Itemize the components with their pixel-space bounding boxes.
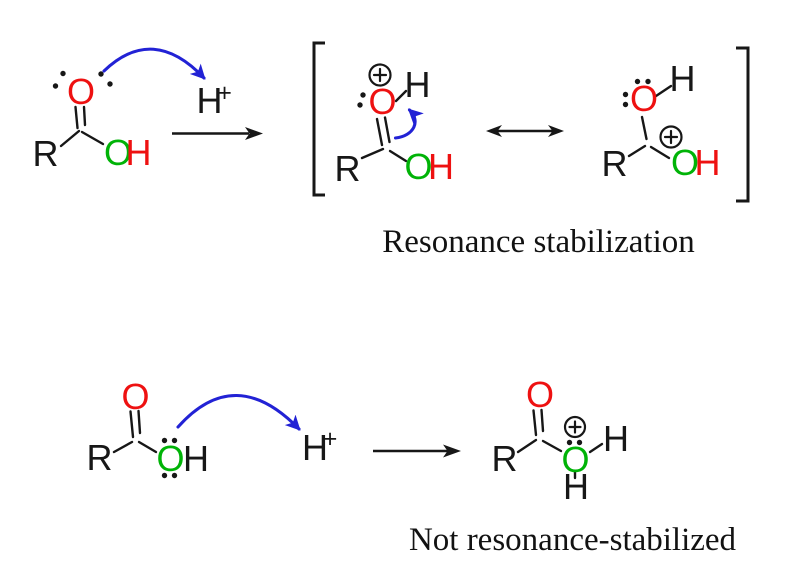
lone-pair-dot bbox=[360, 92, 366, 98]
carbonyl-oxygen-label: O bbox=[526, 374, 554, 415]
lone-pair-dot bbox=[576, 439, 583, 446]
r-group-label: R bbox=[335, 148, 361, 189]
proton-top: H + bbox=[197, 79, 232, 121]
lone-pair-dot bbox=[60, 70, 66, 77]
double-bond-line bbox=[137, 409, 142, 435]
reaction-arrow-head bbox=[443, 444, 461, 458]
caption-resonance: Resonance stabilization bbox=[382, 224, 695, 260]
carbonyl-oxygen-label: O bbox=[67, 71, 95, 112]
plus-charge-icon bbox=[659, 125, 683, 149]
double-bond-line bbox=[375, 117, 384, 147]
hydroxyl-hydrogen-label: H bbox=[428, 146, 454, 187]
r-group-label: R bbox=[602, 143, 628, 184]
curved-arrow-pi-shift bbox=[393, 108, 424, 140]
structure-carboxylic-acid-top: R O O H bbox=[33, 70, 152, 174]
hydroxyl-oxygen-label: O bbox=[156, 438, 184, 479]
proton-charge: + bbox=[217, 79, 232, 107]
structure-resonance-form-2: R O H O H bbox=[602, 58, 721, 184]
bond-o-h bbox=[394, 89, 408, 103]
double-bond-line bbox=[82, 105, 87, 127]
proton-charge: + bbox=[323, 425, 338, 453]
lone-pair-dot bbox=[622, 91, 629, 98]
curved-arrow-top bbox=[102, 47, 206, 80]
lone-pair-dot bbox=[161, 437, 168, 444]
r-group-label: R bbox=[33, 133, 59, 174]
proton-label: H bbox=[197, 80, 223, 121]
r-group-label: R bbox=[492, 438, 518, 479]
hydroxyl-hydrogen-label: H bbox=[126, 132, 152, 173]
resonance-arrow bbox=[486, 125, 564, 137]
structure-oxocarbenium-product: R O O H H bbox=[492, 374, 630, 507]
double-bond-line bbox=[532, 409, 538, 437]
charge-circle bbox=[563, 415, 587, 439]
bond-r-c bbox=[516, 438, 538, 454]
double-bond-line bbox=[540, 408, 545, 433]
bond-r-c bbox=[112, 440, 134, 454]
bond-c-oh bbox=[541, 439, 563, 453]
lone-pair-dot bbox=[566, 439, 573, 446]
carbonyl-oxygen-label: O bbox=[121, 376, 149, 417]
lone-pair-dot bbox=[171, 472, 178, 479]
bond-r-c bbox=[627, 144, 647, 158]
hydroxyl-oxygen-label: O bbox=[671, 142, 699, 183]
double-bond-line bbox=[129, 410, 135, 439]
hydroxyl-hydrogen-label: H bbox=[695, 142, 721, 183]
hydroxyl-top-oxygen-label: O bbox=[630, 78, 658, 119]
double-bond-line bbox=[74, 105, 79, 130]
plus-charge-icon bbox=[563, 415, 587, 439]
hydroxyl-oxygen-label: O bbox=[404, 146, 432, 187]
proton-bottom: H + bbox=[302, 425, 337, 468]
structure-resonance-form-1: R O H O H bbox=[335, 63, 454, 189]
lone-pair-dot bbox=[52, 83, 59, 89]
reaction-arrow-bottom bbox=[373, 444, 461, 458]
resonance-arrow-head-left bbox=[486, 125, 502, 137]
left-bracket bbox=[312, 41, 325, 197]
charge-circle bbox=[659, 125, 683, 149]
bond-c-oh bbox=[80, 130, 105, 146]
original-hydrogen-label: H bbox=[563, 466, 589, 507]
lone-pair-dot bbox=[107, 81, 113, 87]
resonance-arrow-head-right bbox=[548, 125, 564, 137]
proton-label: H bbox=[302, 427, 328, 468]
lone-pair-dot bbox=[622, 101, 629, 108]
bond-r-c bbox=[360, 147, 385, 160]
bond-c-oh bbox=[649, 145, 671, 160]
charge-circle bbox=[368, 63, 392, 87]
lone-pair-dot bbox=[645, 78, 651, 85]
hydroxyl-hydrogen-label: H bbox=[183, 438, 209, 479]
r-group-label: R bbox=[87, 437, 113, 478]
lone-pair-dot bbox=[161, 472, 168, 479]
bond-o-h bbox=[654, 84, 673, 98]
lone-pair-dot bbox=[357, 102, 363, 108]
lone-pair-dot bbox=[98, 71, 104, 77]
plus-charge-icon bbox=[368, 63, 392, 87]
bond-c-oh bbox=[388, 149, 408, 163]
new-proton-label: H bbox=[670, 58, 696, 99]
new-proton-label: H bbox=[603, 418, 629, 459]
lone-pair-dot bbox=[171, 437, 178, 444]
bond-o-h-right bbox=[588, 442, 604, 454]
right-bracket bbox=[736, 46, 750, 203]
bond-r-c bbox=[59, 129, 81, 148]
curved-arrow-bottom bbox=[176, 394, 301, 431]
reaction-arrow-head bbox=[245, 127, 263, 140]
new-proton-label: H bbox=[405, 64, 431, 105]
structure-carboxylic-acid-bottom: R O O H bbox=[87, 376, 210, 479]
caption-not-resonance: Not resonance-stabilized bbox=[409, 522, 737, 558]
protonated-oxygen-label: O bbox=[561, 439, 589, 480]
protonated-oxygen-label: O bbox=[368, 81, 396, 122]
bond-c-oh bbox=[137, 440, 158, 454]
lone-pair-dot bbox=[634, 78, 641, 85]
hydroxyl-oxygen-label: O bbox=[104, 132, 132, 173]
bond-c-o bbox=[640, 115, 648, 141]
reaction-arrow-top bbox=[172, 127, 263, 140]
double-bond-line bbox=[383, 116, 391, 144]
